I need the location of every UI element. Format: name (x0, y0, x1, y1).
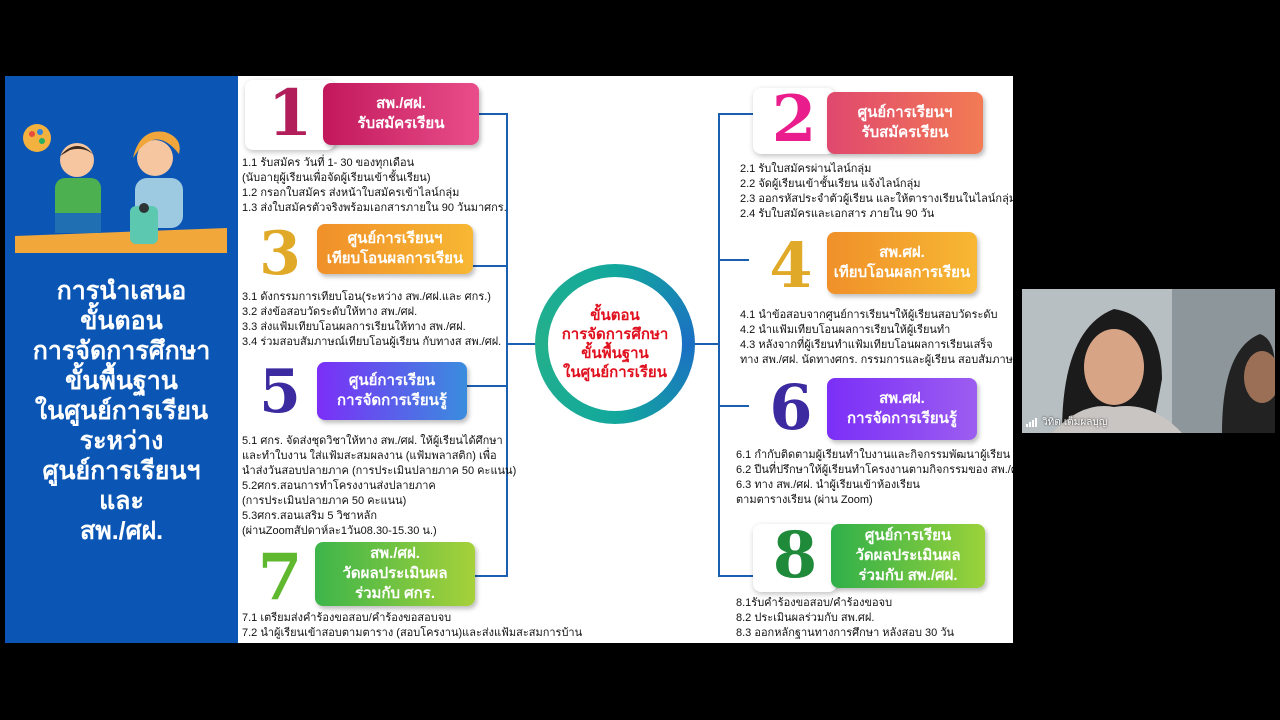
participant-name-label: วิทิต เต็มผลบุญ (1026, 415, 1107, 430)
step-2-number: 2 (771, 82, 817, 157)
step-8-number-card (753, 524, 837, 592)
step-3-number: 3 (259, 219, 301, 289)
step-7-badge: สพ./ศฝ.วัดผลประเมินผลร่วมกับ ศกร. (315, 542, 475, 606)
step-5-list: 5.1 ศกร. จัดส่งชุดวิชาให้ทาง สพ./ศฝ. ให้… (242, 435, 517, 537)
step-8-number: 8 (772, 518, 818, 593)
step-7-number: 7 (257, 540, 303, 615)
title-panel: การนำเสนอ ขั้นตอน การจัดการศึกษา ขั้นพื้… (5, 76, 238, 643)
side-title: การนำเสนอ ขั้นตอน การจัดการศึกษา ขั้นพื้… (32, 277, 211, 545)
signal-strength-icon (1026, 418, 1038, 427)
step-1-number: 1 (267, 76, 313, 151)
step-6-badge: สพ.ศฝ.การจัดการเรียนรู้ (827, 378, 977, 440)
step-1-badge: สพ./ศฝ.รับสมัครเรียน (323, 83, 479, 145)
step-6-list: 6.1 กำกับติดตามผู้เรียนทำใบงานและกิจกรรม… (736, 449, 1013, 506)
center-circle: ขั้นตอน การจัดการศึกษา ขั้นพื้นฐาน ในศูน… (535, 264, 695, 424)
step-4-list: 4.1 นำข้อสอบจากศูนย์การเรียนฯให้ผู้เรียน… (740, 309, 1013, 366)
step-1-list: 1.1 รับสมัคร วันที่ 1- 30 ของทุกเดือน(นั… (242, 157, 507, 214)
participant-video-tile[interactable]: วิทิต เต็มผลบุญ (1022, 289, 1275, 433)
step-1-number-card (245, 80, 335, 150)
shared-slide: การนำเสนอ ขั้นตอน การจัดการศึกษา ขั้นพื้… (5, 76, 1013, 643)
step-4-number: 4 (769, 229, 813, 302)
step-6-number: 6 (769, 371, 813, 444)
step-5-number: 5 (259, 357, 301, 427)
step-3-list: 3.1 ดังกรรมการเทียบโอน(ระหว่าง สพ./ศฝ.แล… (242, 291, 502, 348)
kids-illustration (15, 124, 227, 253)
connector-lines (465, 113, 753, 577)
step-8-badge: ศูนย์การเรียนวัดผลประเมินผลร่วมกับ สพ./ศ… (831, 524, 985, 588)
step-2-badge: ศูนย์การเรียนฯรับสมัครเรียน (827, 92, 983, 154)
center-text: ขั้นตอน การจัดการศึกษา ขั้นพื้นฐาน ในศูน… (548, 277, 682, 411)
step-3-badge: ศูนย์การเรียนฯเทียบโอนผลการเรียน (317, 224, 473, 274)
step-2-number-card (753, 88, 835, 154)
participant-video (1022, 289, 1275, 433)
step-5-badge: ศูนย์การเรียนการจัดการเรียนรู้ (317, 362, 467, 420)
step-4-badge: สพ.ศฝ.เทียบโอนผลการเรียน (827, 232, 977, 294)
